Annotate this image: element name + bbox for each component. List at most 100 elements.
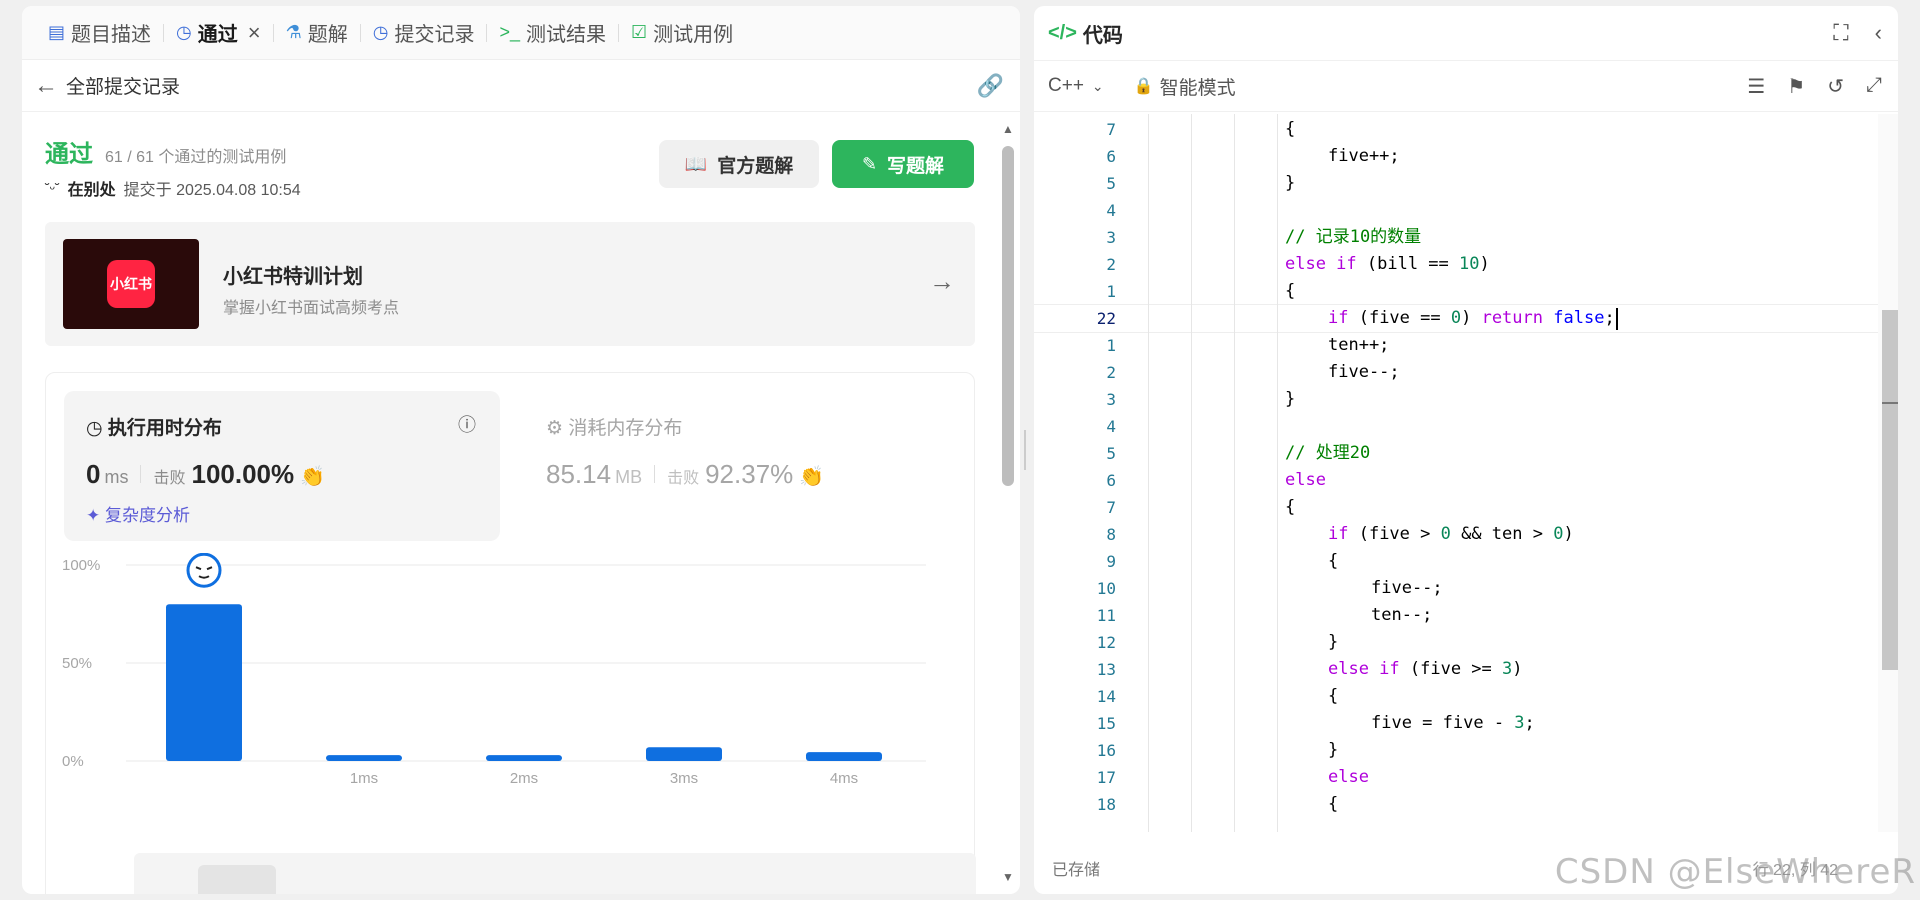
editor-scrollbar[interactable] (1878, 114, 1898, 832)
bookmark-icon[interactable]: ⚑ (1787, 75, 1806, 98)
code-line[interactable]: 7{ (1034, 116, 1880, 143)
collapse-icon[interactable]: ‹ (1874, 20, 1882, 45)
smart-mode[interactable]: 智能模式 (1159, 77, 1236, 99)
indent-guide (1191, 114, 1192, 832)
info-icon[interactable]: ⓘ (458, 415, 476, 435)
line-number: 18 (1096, 795, 1116, 814)
all-submissions-title[interactable]: 全部提交记录 (66, 77, 181, 98)
panel-splitter[interactable] (1024, 430, 1028, 470)
editor-toolbar: C++ ⌄ 🔒 智能模式 ☰ ⚑ ↺ ⤢ (1034, 60, 1898, 112)
link-icon[interactable]: 🔗 (976, 72, 1004, 98)
code-text: five--; (1328, 362, 1400, 382)
line-number: 5 (1106, 174, 1116, 193)
memory-box[interactable]: ⚙ 消耗内存分布 85.14 MB 击败 92.37% 👏 (524, 391, 954, 541)
expand-icon[interactable]: ⤢ (1866, 73, 1882, 96)
code-text: } (1328, 632, 1339, 652)
book-icon: 📖 (684, 153, 708, 174)
tab-accepted[interactable]: ◷ 通过 × (176, 19, 261, 47)
scroll-down-icon[interactable]: ▼ (1002, 870, 1014, 884)
code-line[interactable]: 18{ (1034, 791, 1880, 818)
editor-scrollbar-thumb[interactable] (1882, 310, 1898, 670)
avatar[interactable]: ˘ᵕ˘ (45, 180, 60, 196)
username[interactable]: 在别处 (67, 182, 116, 199)
close-icon[interactable]: × (247, 19, 261, 45)
line-number: 13 (1096, 660, 1116, 679)
chart-bar-2ms[interactable] (486, 755, 562, 761)
x-tick-label: 4ms (830, 770, 858, 787)
line-number: 2 (1106, 255, 1116, 274)
chart-bar-4ms[interactable] (806, 752, 882, 761)
tab-solutions[interactable]: ⚗ 题解 (285, 22, 348, 46)
code-line[interactable]: 5// 处理20 (1034, 440, 1880, 467)
official-solution-button[interactable]: 📖 官方题解 (659, 140, 819, 188)
tab-submissions[interactable]: ◷ 提交记录 (372, 22, 475, 46)
reset-icon[interactable]: ↺ (1827, 75, 1844, 98)
chart-bar-0ms[interactable] (166, 604, 242, 761)
code-line[interactable]: 7{ (1034, 494, 1880, 521)
write-solution-button[interactable]: ✎ 写题解 (832, 140, 974, 188)
runtime-unit: ms (104, 467, 129, 487)
format-icon[interactable]: ☰ (1747, 75, 1766, 98)
chart-bar-1ms[interactable] (326, 755, 402, 761)
code-line[interactable]: 5} (1034, 170, 1880, 197)
scroll-up-icon[interactable]: ▲ (1002, 122, 1014, 136)
tab-test-cases[interactable]: ☑ 测试用例 (630, 22, 734, 46)
language-select[interactable]: C++ (1048, 75, 1084, 96)
terminal-icon: >_ (499, 22, 520, 42)
tab-test-result[interactable]: >_ 测试结果 (499, 22, 606, 46)
tab-separator (617, 23, 619, 42)
runtime-value-row: 0 ms 击败 100.00% 👏 (86, 459, 325, 490)
code-line[interactable]: 4 (1034, 197, 1880, 224)
code-line[interactable]: 12} (1034, 629, 1880, 656)
runtime-box[interactable]: ◷ 执行用时分布 ⓘ 0 ms 击败 100.00% 👏 ✦ 复杂度分析 (64, 391, 500, 541)
line-number: 5 (1106, 444, 1116, 463)
x-tick-label: 2ms (510, 770, 538, 787)
code-line[interactable]: 4 (1034, 413, 1880, 440)
code-line[interactable]: 9{ (1034, 548, 1880, 575)
arrow-right-icon[interactable]: → (929, 266, 955, 296)
code-text: } (1285, 173, 1296, 193)
runtime-value: 0 (86, 459, 101, 489)
code-header-actions: ⛶ ‹ (1833, 20, 1882, 46)
promo-subtitle: 掌握小红书面试高频考点 (223, 300, 400, 317)
code-text: five--; (1371, 578, 1443, 598)
save-status: 已存储 (1052, 862, 1101, 879)
tab-description[interactable]: ▤ 题目描述 (48, 22, 152, 46)
fullscreen-icon[interactable]: ⛶ (1833, 20, 1849, 45)
code-line[interactable]: 1{ (1034, 278, 1880, 305)
complexity-analysis-link[interactable]: ✦ 复杂度分析 (86, 506, 190, 525)
back-arrow-icon[interactable]: ← (34, 71, 58, 99)
code-line[interactable]: 14{ (1034, 683, 1880, 710)
chart-bar-3ms[interactable] (646, 747, 722, 761)
promo-banner[interactable]: 小红书 小红书特训计划 掌握小红书面试高频考点 → (45, 222, 975, 346)
clap-icon: 👏 (799, 466, 825, 488)
line-number: 15 (1096, 714, 1116, 733)
code-line[interactable]: 16} (1034, 737, 1880, 764)
left-scrollbar[interactable]: ▲ ▼ (1002, 116, 1014, 886)
code-line[interactable]: 3// 记录10的数量 (1034, 224, 1880, 251)
chevron-down-icon[interactable]: ⌄ (1091, 77, 1104, 94)
scrollbar-thumb[interactable] (1002, 146, 1014, 486)
code-text: } (1328, 740, 1339, 760)
runtime-beat-value: 100.00% (191, 459, 295, 489)
code-line[interactable]: 3} (1034, 386, 1880, 413)
memory-value: 85.14 (546, 459, 612, 489)
code-text: } (1285, 389, 1296, 409)
line-number: 4 (1106, 201, 1116, 220)
stats-card: ◷ 执行用时分布 ⓘ 0 ms 击败 100.00% 👏 ✦ 复杂度分析 ⚙ 消… (45, 372, 976, 894)
code-preview-tab[interactable] (198, 865, 276, 894)
